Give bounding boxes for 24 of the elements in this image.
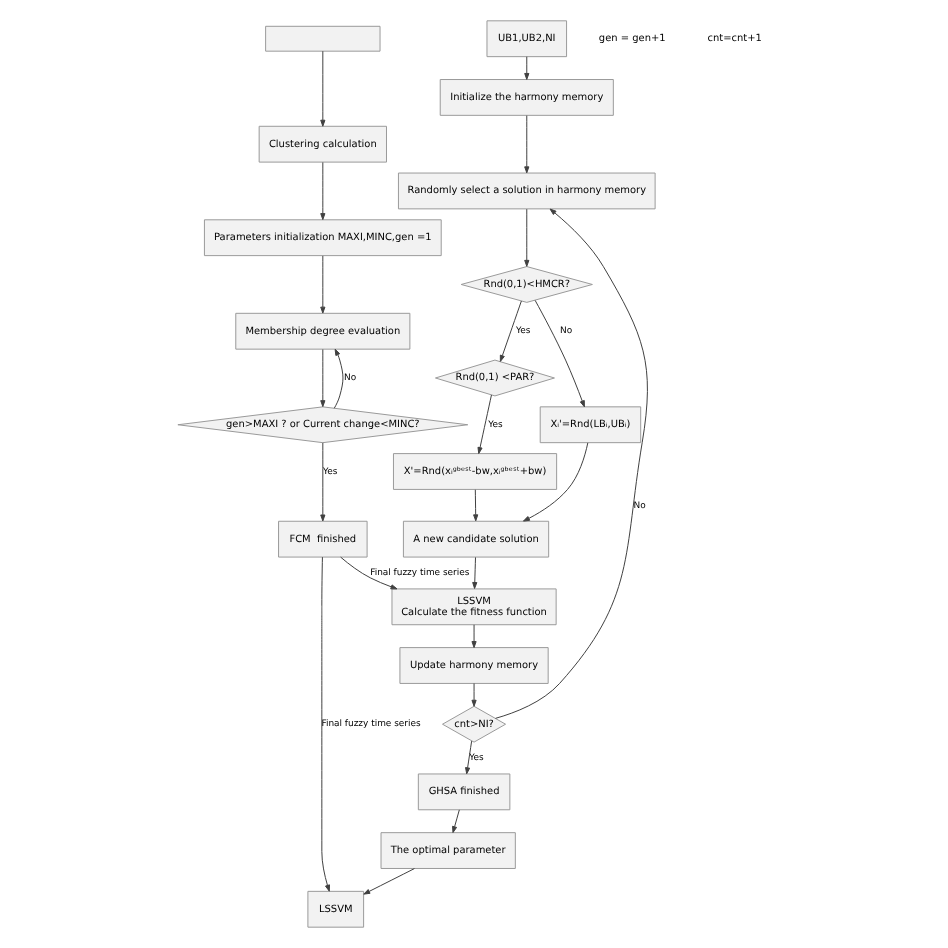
arrow <box>523 56 529 80</box>
arrow <box>332 348 343 409</box>
arrow <box>470 683 476 707</box>
arrow <box>319 50 325 127</box>
node-box <box>264 25 380 52</box>
arrow <box>533 299 584 408</box>
arrow <box>472 489 478 522</box>
arrow <box>464 740 472 775</box>
arrow <box>319 161 325 221</box>
arrow <box>470 624 476 648</box>
arrow <box>362 868 414 895</box>
arrow <box>339 556 397 590</box>
arrow <box>523 115 529 174</box>
arrow <box>319 348 325 408</box>
arrow <box>521 442 588 522</box>
arrow <box>320 556 329 892</box>
arrow <box>319 442 325 522</box>
arrow <box>471 556 477 589</box>
arrow <box>476 394 491 454</box>
arrow <box>498 300 521 362</box>
arrow <box>523 208 529 267</box>
arrow <box>319 255 325 314</box>
arrow <box>494 208 647 719</box>
arrow <box>451 809 459 834</box>
